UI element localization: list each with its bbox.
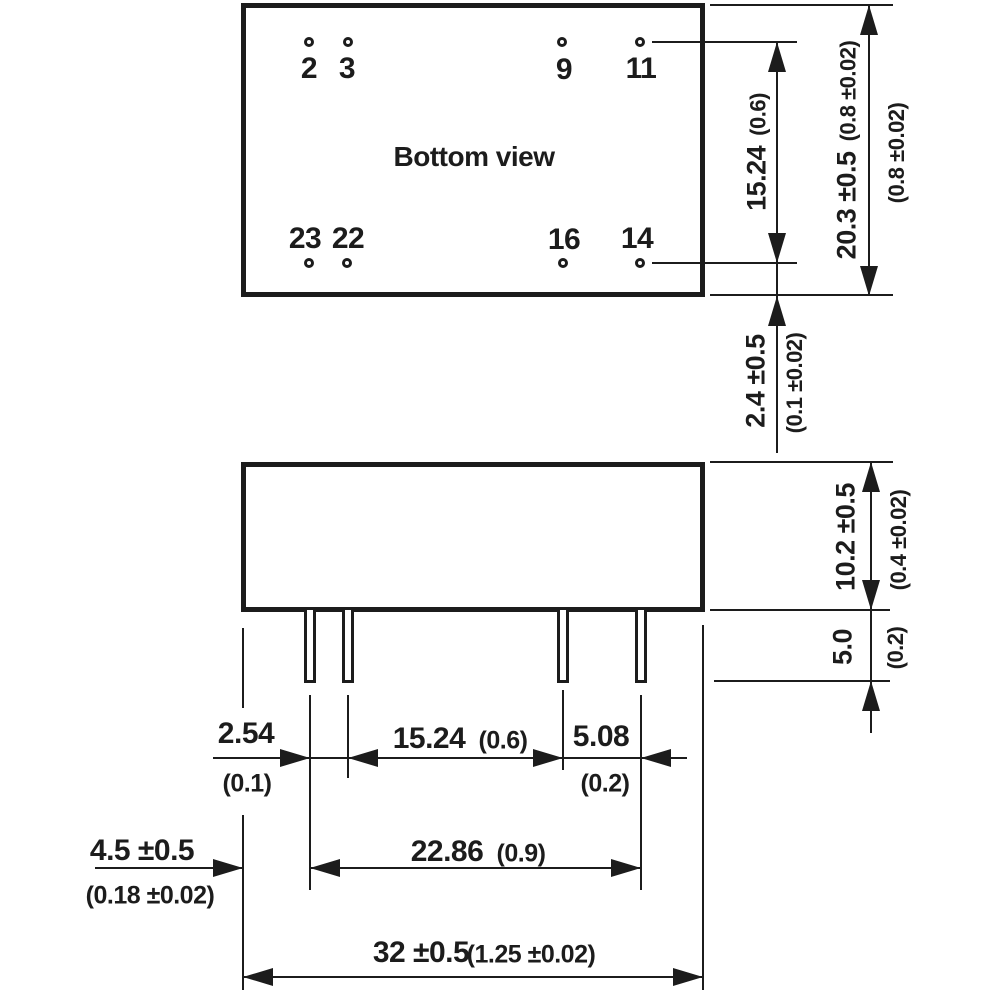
dim-label-edge-to-first-pin: 4.5 ±0.5 bbox=[89, 834, 195, 867]
extension-line bbox=[640, 695, 642, 890]
arrowhead-down bbox=[860, 266, 878, 296]
pin-hole-11 bbox=[635, 37, 645, 47]
arrowhead-right bbox=[611, 859, 641, 877]
side-view-pin-4 bbox=[635, 610, 647, 683]
pin-label-2: 2 bbox=[300, 52, 318, 85]
dim-label-case-width-inch: (1.25 ±0.02) bbox=[466, 940, 596, 969]
arrowhead-left bbox=[348, 749, 378, 767]
pin-hole-22 bbox=[342, 258, 352, 268]
arrowhead-right bbox=[280, 749, 310, 767]
dim-label-pin-pitch-small-inch: (0.1) bbox=[222, 769, 272, 798]
dim-label-pin-length: 5.0 bbox=[827, 628, 858, 666]
pin-hole-9 bbox=[557, 37, 567, 47]
dim-label-pin-row-to-edge-inch: (0.1 ±0.02) bbox=[782, 332, 807, 434]
extension-line bbox=[702, 625, 704, 990]
arrowhead-right bbox=[213, 859, 243, 877]
bottom-view-outline bbox=[241, 3, 705, 297]
arrowhead-up bbox=[860, 5, 878, 35]
pin-hole-2 bbox=[304, 37, 314, 47]
pin-label-3: 3 bbox=[338, 52, 356, 85]
dim-value: 20.3 ±0.5 bbox=[831, 151, 862, 260]
extension-line bbox=[710, 4, 893, 6]
dim-label-edge-to-first-pin-inch: (0.18 ±0.02) bbox=[85, 881, 215, 910]
dim-value: 15.24 bbox=[741, 145, 772, 211]
side-view-pin-2 bbox=[342, 610, 354, 683]
dim-label-pin-row-span-horizontal: 15.24 bbox=[392, 722, 466, 755]
arrowhead-up bbox=[768, 296, 786, 326]
extension-line bbox=[714, 680, 890, 682]
extension-line bbox=[347, 695, 349, 778]
arrowhead-left bbox=[243, 968, 273, 986]
dimension-line bbox=[868, 6, 870, 295]
dimension-line bbox=[95, 867, 243, 869]
pin-label-22: 22 bbox=[331, 222, 365, 255]
arrowhead-right bbox=[673, 968, 703, 986]
extension-line bbox=[242, 815, 244, 990]
dim-label-case-height-inch: (0.4 ±0.02) bbox=[886, 489, 911, 591]
extension-line bbox=[710, 294, 893, 296]
extension-line bbox=[562, 690, 564, 770]
side-view-outline bbox=[241, 462, 705, 612]
arrowhead-down bbox=[862, 580, 880, 610]
pin-hole-14 bbox=[635, 258, 645, 268]
dimension-line bbox=[213, 757, 687, 759]
dim-label-pin-pitch-large-inch: (0.2) bbox=[580, 769, 630, 798]
dim-label-pin-span-total-inch: (0.9) bbox=[496, 839, 546, 868]
dim-label-case-depth: 20.3 ±0.5 (0.8 ±0.02) bbox=[831, 40, 862, 260]
arrowhead-left bbox=[641, 749, 671, 767]
pin-label-11: 11 bbox=[625, 52, 657, 85]
extension-line bbox=[652, 41, 797, 43]
arrowhead-up bbox=[768, 42, 786, 72]
dim-label-pin-span-total: 22.86 bbox=[410, 835, 484, 868]
dim-value-inch: (0.8 ±0.02) bbox=[835, 40, 861, 142]
dim-label-pin-row-span-horizontal-inch: (0.6) bbox=[478, 726, 528, 755]
dim-label-case-depth-inch-repeat: (0.8 ±0.02) bbox=[884, 102, 909, 204]
arrowhead-up bbox=[862, 462, 880, 492]
dim-label-case-height: 10.2 ±0.5 bbox=[830, 483, 861, 591]
dimension-line bbox=[243, 976, 703, 978]
dim-label-pin-pitch-large: 5.08 bbox=[572, 720, 630, 753]
pin-label-23: 23 bbox=[288, 222, 322, 255]
pin-hole-16 bbox=[558, 258, 568, 268]
pin-label-16: 16 bbox=[547, 223, 581, 256]
arrowhead-up bbox=[862, 681, 880, 711]
bottom-view-title: Bottom view bbox=[393, 141, 555, 172]
extension-line bbox=[309, 695, 311, 890]
extension-line bbox=[710, 461, 893, 463]
arrowhead-left bbox=[310, 859, 340, 877]
arrowhead-right bbox=[533, 749, 563, 767]
side-view-pin-3 bbox=[557, 610, 569, 683]
dim-value-inch: (0.6) bbox=[745, 93, 771, 136]
dim-label-pin-row-to-edge: 2.4 ±0.5 bbox=[740, 334, 771, 428]
dim-label-pin-row-span-vertical: 15.24 (0.6) bbox=[741, 93, 772, 211]
dim-label-pin-pitch-small: 2.54 bbox=[217, 717, 275, 750]
arrowhead-down bbox=[768, 233, 786, 263]
dim-label-pin-length-inch: (0.2) bbox=[883, 626, 908, 670]
side-view-pin-1 bbox=[304, 610, 316, 683]
extension-line bbox=[242, 628, 244, 708]
pin-label-9: 9 bbox=[555, 53, 573, 86]
pin-hole-3 bbox=[343, 37, 353, 47]
pin-label-14: 14 bbox=[620, 222, 654, 255]
dimension-line bbox=[310, 867, 641, 869]
dim-label-case-width: 32 ±0.5 bbox=[372, 936, 470, 969]
extension-line bbox=[710, 609, 890, 611]
extension-line bbox=[652, 262, 797, 264]
pin-hole-23 bbox=[304, 258, 314, 268]
